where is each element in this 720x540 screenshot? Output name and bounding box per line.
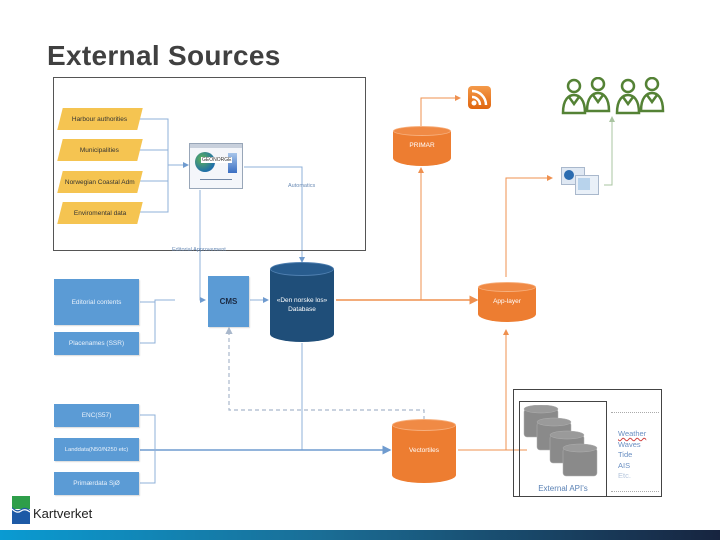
api-item-waves[interactable]: Waves bbox=[618, 439, 641, 449]
api-item-tide[interactable]: Tide bbox=[618, 450, 633, 459]
source-connectors bbox=[138, 118, 305, 450]
primar-cylinder[interactable]: PRIMAR bbox=[393, 126, 451, 166]
source-coastal-adm[interactable]: Norwegian Coastal Adm bbox=[57, 171, 143, 193]
vectortiles-label: Vectortiles bbox=[409, 447, 439, 454]
api-item-ais[interactable]: AIS bbox=[618, 460, 631, 470]
users-icon bbox=[561, 77, 665, 115]
rss-icon[interactable] bbox=[468, 86, 491, 109]
api-database-stack-icon bbox=[523, 405, 598, 477]
app-layer-label: App-layer bbox=[493, 298, 521, 305]
web-windows-icon bbox=[561, 167, 605, 195]
panel-icon bbox=[228, 153, 237, 173]
api-item-etc[interactable]: Etc. bbox=[618, 471, 631, 480]
editorial-approvement-label: Editorial Approvement bbox=[172, 247, 226, 253]
external-apis-inner-frame[interactable] bbox=[519, 401, 607, 497]
kartverket-logo-icon bbox=[11, 496, 31, 524]
cms-box[interactable]: CMS bbox=[208, 276, 249, 327]
vectortiles-cylinder[interactable]: Vectortiles bbox=[392, 419, 456, 483]
window-titlebar bbox=[190, 144, 242, 148]
database-label-line1: «Den norske los» bbox=[276, 297, 328, 304]
automatics-label: Automatics bbox=[288, 183, 316, 189]
database-label-line2: Database bbox=[288, 306, 316, 313]
primaerdata-box[interactable]: Primærdata SjØ bbox=[54, 472, 139, 495]
landdata-box[interactable]: Landdata(N50/N250 etc) bbox=[54, 438, 139, 461]
enc-s57-box[interactable]: ENC(S57) bbox=[54, 404, 139, 427]
external-sources-frame bbox=[53, 77, 366, 251]
kartverket-logo-text: Kartverket bbox=[33, 506, 93, 521]
api-list-panel: Weather Waves Tide AIS Etc. bbox=[611, 412, 659, 492]
app-layer-cylinder[interactable]: App-layer bbox=[478, 282, 536, 322]
geonorge-label: GEONORGE bbox=[201, 157, 233, 163]
window-underline bbox=[200, 179, 232, 180]
placenames-box[interactable]: Placenames (SSR) bbox=[54, 332, 139, 355]
api-item-weather[interactable]: Weather bbox=[618, 429, 647, 438]
external-apis-label: External API's bbox=[538, 484, 588, 493]
geonorge-window[interactable]: GEONORGE bbox=[189, 143, 243, 189]
editorial-contents-box[interactable]: Editorial contents bbox=[54, 279, 139, 325]
footer-bar bbox=[0, 530, 720, 540]
source-environmental-data[interactable]: Enviromental data bbox=[57, 202, 143, 224]
slide-title: External Sources bbox=[47, 40, 281, 71]
database-cylinder[interactable]: «Den norske los» Database bbox=[270, 262, 334, 342]
primar-label: PRIMAR bbox=[409, 142, 435, 149]
source-municipalities[interactable]: Municipalities bbox=[57, 139, 143, 161]
source-harbour-authorities[interactable]: Harbour authorities bbox=[57, 108, 143, 130]
